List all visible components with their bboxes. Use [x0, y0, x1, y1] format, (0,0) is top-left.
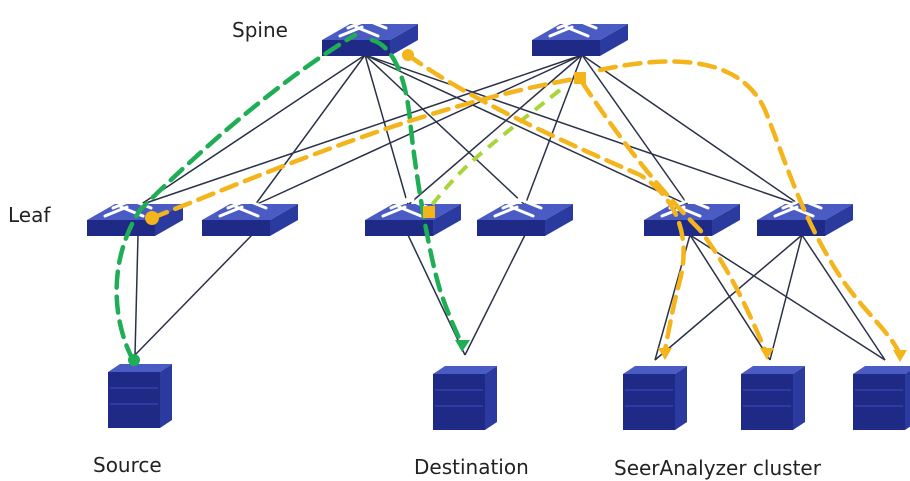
- destination-label: Destination: [414, 455, 529, 479]
- topology-links: [134, 54, 886, 361]
- analyzer-server-2: [740, 365, 806, 431]
- green-arrowhead: [455, 340, 470, 352]
- lime-traffic-path: [426, 88, 562, 212]
- leaf-label: Leaf: [8, 203, 51, 227]
- leaf-switch-6: [755, 197, 855, 238]
- green-traffic-path: [114, 32, 465, 363]
- source-server: [107, 363, 173, 429]
- leaf-switch-2: [200, 197, 300, 238]
- source-label: Source: [93, 453, 162, 477]
- orange-markers: [145, 49, 907, 362]
- spine-switch-1: [320, 17, 420, 58]
- leaf-switch-5: [642, 197, 742, 238]
- leaf-switch-3: [363, 197, 463, 238]
- destination-server: [432, 365, 498, 431]
- spine-label: Spine: [232, 18, 288, 42]
- orange-telemetry-paths: [149, 52, 903, 358]
- leaf-switch-4: [475, 197, 575, 238]
- analyzer-server-1: [622, 365, 688, 431]
- spine-switch-2: [530, 17, 630, 58]
- green-start-dot: [128, 354, 140, 366]
- analyzer-server-3: [852, 365, 910, 431]
- cluster-label: SeerAnalyzer cluster: [614, 456, 821, 480]
